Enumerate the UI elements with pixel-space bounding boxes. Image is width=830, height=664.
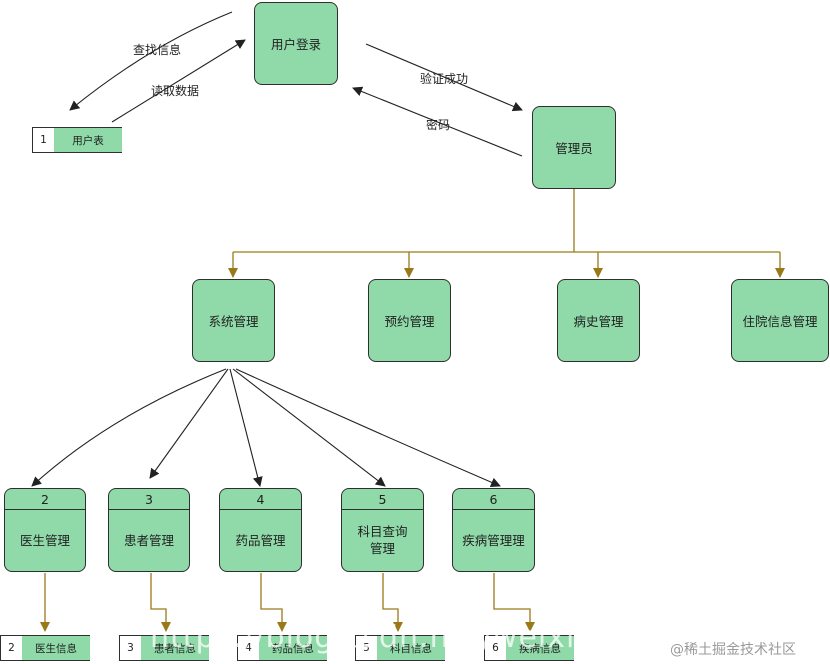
store-doctor-info[interactable]: 2 医生信息 (0, 635, 90, 661)
flow-read-data (111, 39, 246, 123)
node-system-management[interactable]: 系统管理 (192, 279, 275, 362)
process-label: 药品管理 (235, 532, 286, 548)
store-id: 4 (237, 635, 259, 661)
process-label: 患者管理 (123, 532, 174, 548)
store-name: 用户表 (54, 127, 122, 153)
process-patient-management[interactable]: 3 患者管理 (108, 488, 190, 572)
store-drug-info[interactable]: 4 药品信息 (237, 635, 327, 661)
node-inpatient-management[interactable]: 住院信息管理 (731, 279, 829, 362)
store-subject-info[interactable]: 5 科目信息 (355, 635, 445, 661)
store-name: 药品信息 (259, 635, 327, 661)
process-number: 5 (342, 489, 423, 510)
store-patient-info[interactable]: 3 患者信息 (119, 635, 209, 661)
store-id: 5 (355, 635, 377, 661)
flow-label-find-info: 查找信息 (133, 43, 182, 57)
process-disease-management[interactable]: 6 疾病管理理 (452, 488, 535, 572)
process-subject-query-management[interactable]: 5 科目查询管理 (341, 488, 424, 572)
flow-password (352, 86, 523, 157)
juejin-watermark: @稀土掘金技术社区 (670, 642, 796, 658)
process-label: 科目查询管理 (357, 524, 408, 556)
process-label: 疾病管理理 (462, 532, 525, 548)
store-name: 疾病信息 (506, 635, 574, 661)
store-name: 患者信息 (141, 635, 209, 661)
system-fanout (31, 368, 501, 488)
store-id: 6 (484, 635, 506, 661)
store-id: 3 (119, 635, 141, 661)
flow-verify-ok (365, 43, 523, 112)
node-history-management[interactable]: 病史管理 (557, 279, 640, 362)
process-number: 4 (220, 489, 301, 510)
process-drug-management[interactable]: 4 药品管理 (219, 488, 302, 572)
flow-label-password: 密码 (426, 118, 451, 132)
process-doctor-management[interactable]: 2 医生管理 (4, 488, 86, 572)
node-user-login[interactable]: 用户登录 (254, 2, 338, 85)
process-number: 3 (109, 489, 189, 510)
process-number: 2 (5, 489, 85, 510)
store-links (40, 573, 535, 632)
store-id: 1 (32, 127, 54, 153)
flow-label-read-data: 读取数据 (151, 84, 200, 98)
flow-label-verify-ok: 验证成功 (420, 72, 469, 86)
process-number: 6 (453, 489, 534, 510)
store-id: 2 (0, 635, 22, 661)
node-admin[interactable]: 管理员 (532, 106, 616, 189)
store-user-table[interactable]: 1 用户表 (32, 127, 122, 153)
process-label: 医生管理 (19, 532, 70, 548)
node-appointment-management[interactable]: 预约管理 (368, 279, 451, 362)
store-name: 医生信息 (22, 635, 90, 661)
store-name: 科目信息 (377, 635, 445, 661)
flow-find-info (69, 11, 233, 111)
admin-tree (228, 188, 785, 278)
store-disease-info[interactable]: 6 疾病信息 (484, 635, 574, 661)
csdn-watermark: https://blog.csdn.net/weixi (150, 620, 576, 655)
